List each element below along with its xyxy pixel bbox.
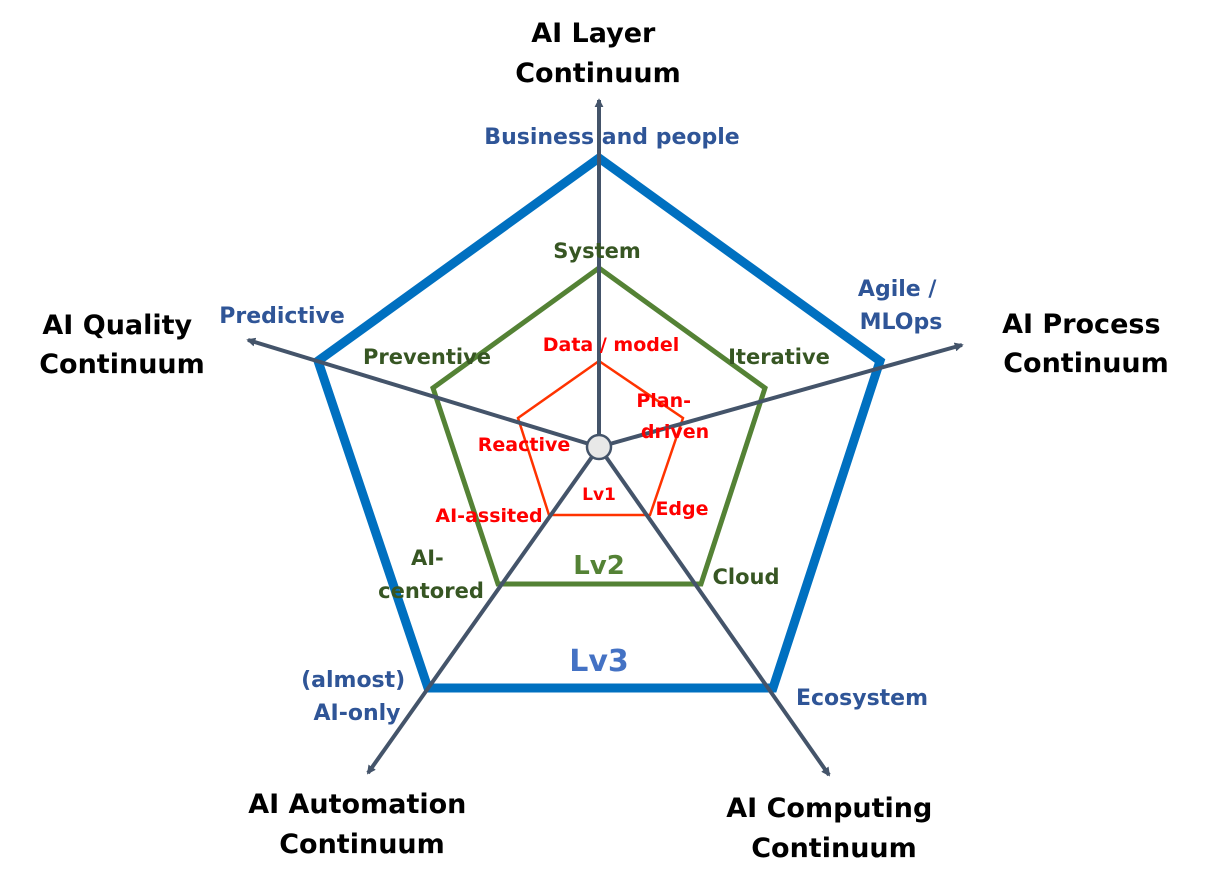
- quality-axis-title: AI Quality Continuum: [39, 310, 205, 380]
- lv3-quality-label: Predictive: [219, 304, 345, 329]
- lv1-quality-label: Reactive: [478, 434, 570, 456]
- lv2-computing-label: Cloud: [712, 565, 779, 589]
- automation-axis-title: AI Automation Continuum: [248, 789, 476, 860]
- lv2-quality-label: Preventive: [363, 345, 491, 369]
- process-axis-arrow: [598, 342, 964, 449]
- lv3-pentagon: [312, 152, 886, 693]
- computing-axis-arrow: [597, 445, 831, 777]
- lv3-computing-label: Ecosystem: [796, 686, 928, 711]
- lv1-layer-label: Data / model: [543, 334, 680, 356]
- lv3-layer-label: Business and people: [484, 125, 739, 150]
- computing-axis-title: AI Computing Continuum: [726, 793, 942, 864]
- lv3-automation-label: (almost) AI-only: [301, 668, 413, 726]
- center-point: [585, 433, 613, 461]
- lv1-computing-label: Edge: [655, 498, 708, 520]
- lv2-layer-label: System: [553, 239, 640, 263]
- layer-axis-title: AI Layer Continuum: [515, 18, 681, 89]
- lv2-pentagon: [430, 264, 768, 587]
- lv2-automation-label: AI- centored: [378, 546, 484, 603]
- lv1-level-name: Lv1: [582, 485, 616, 505]
- lv1-pentagon: [516, 359, 685, 517]
- lv3-level-name: Lv3: [569, 644, 629, 679]
- quality-axis-arrow: [246, 337, 600, 449]
- lv2-level-name: Lv2: [573, 551, 625, 581]
- lv1-automation-label: AI-assited: [435, 505, 542, 527]
- lv3-process-label: Agile / MLOps: [858, 277, 944, 335]
- automation-axis-arrow: [366, 445, 601, 775]
- lv1-process-label: Plan- driven: [636, 390, 709, 443]
- lv2-process-label: Iterative: [728, 345, 830, 369]
- process-axis-title: AI Process Continuum: [1002, 309, 1170, 379]
